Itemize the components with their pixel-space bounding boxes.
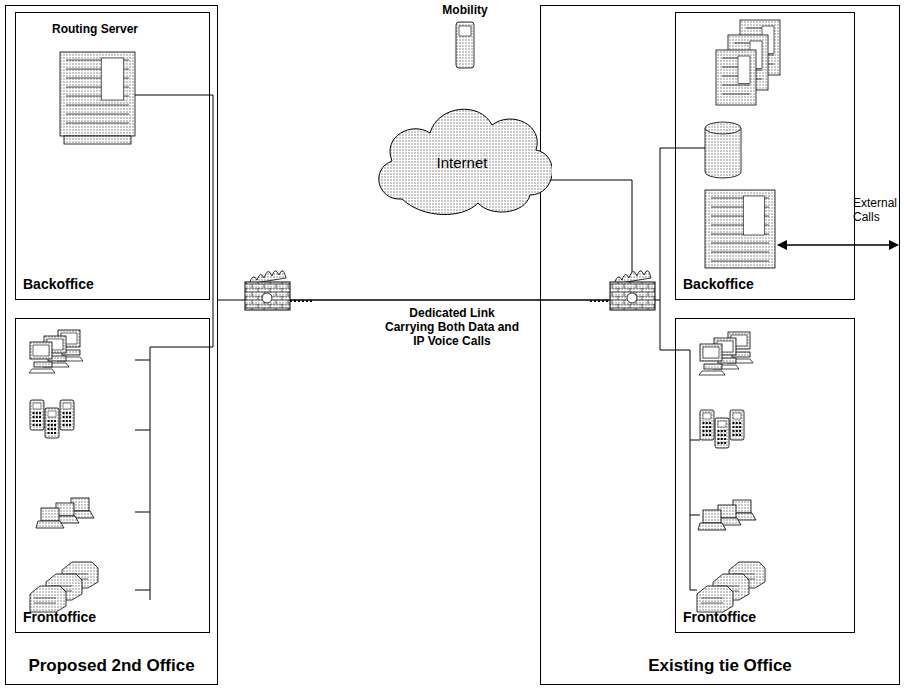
firewall-icon (610, 271, 655, 310)
pc-icon (699, 332, 753, 375)
server-icon (60, 52, 135, 136)
office-panel: Proposed 2nd Office Backoffice Routing Ser… (5, 5, 218, 685)
wire (548, 180, 632, 285)
routing-server: Routing Server (40, 22, 150, 148)
laptop-icon (36, 498, 94, 528)
backoffice-box-text: Backoffice (23, 276, 94, 293)
wire (690, 440, 700, 590)
pc-icon (29, 330, 83, 373)
office-panel-text: Proposed 2nd Office (6, 656, 217, 676)
backoffice-box: Backoffice (675, 12, 855, 300)
mobility: Mobility (425, 3, 505, 73)
icons (29, 20, 780, 612)
mobility-text: Mobility (425, 3, 505, 17)
office-panel: Existing tie Office BackofficeFrontoffice (540, 5, 900, 685)
wires (135, 95, 898, 600)
backoffice-box-text: Backoffice (683, 276, 754, 293)
phone-icon (30, 400, 74, 438)
printer-icon (697, 562, 765, 612)
printer-icon (30, 562, 98, 612)
internet-cloud-text: Internet (372, 154, 552, 172)
internet-cloud: Internet (372, 104, 552, 222)
laptop-icon (698, 500, 756, 530)
frontoffice-box: Frontoffice (675, 318, 855, 633)
external-calls-arrow (778, 244, 898, 246)
mobile-phone-icon (456, 22, 474, 68)
dedicated-link (290, 299, 612, 301)
frontoffice-box-text: Frontoffice (683, 609, 756, 626)
office-panel-text: Existing tie Office (541, 656, 899, 676)
link-label: Dedicated Link Carrying Both Data and IP… (372, 306, 532, 348)
external-calls-label: External Calls (853, 196, 902, 224)
firewall-icon (245, 271, 290, 310)
wire (655, 300, 660, 301)
wire (150, 347, 151, 600)
wire (690, 350, 691, 590)
frontoffice-box-text: Frontoffice (23, 609, 96, 626)
wire (135, 95, 213, 347)
frontoffice-box: Frontoffice (15, 318, 210, 633)
wire (135, 360, 150, 590)
server-icon (705, 190, 775, 268)
wire (218, 300, 245, 301)
server-icon (716, 50, 756, 105)
wire (660, 148, 705, 149)
backoffice-box: Backoffice Routing Server (15, 12, 210, 300)
routing-server-text: Routing Server (40, 22, 150, 36)
phone-icon (700, 410, 744, 448)
dedicated-link (290, 300, 612, 302)
